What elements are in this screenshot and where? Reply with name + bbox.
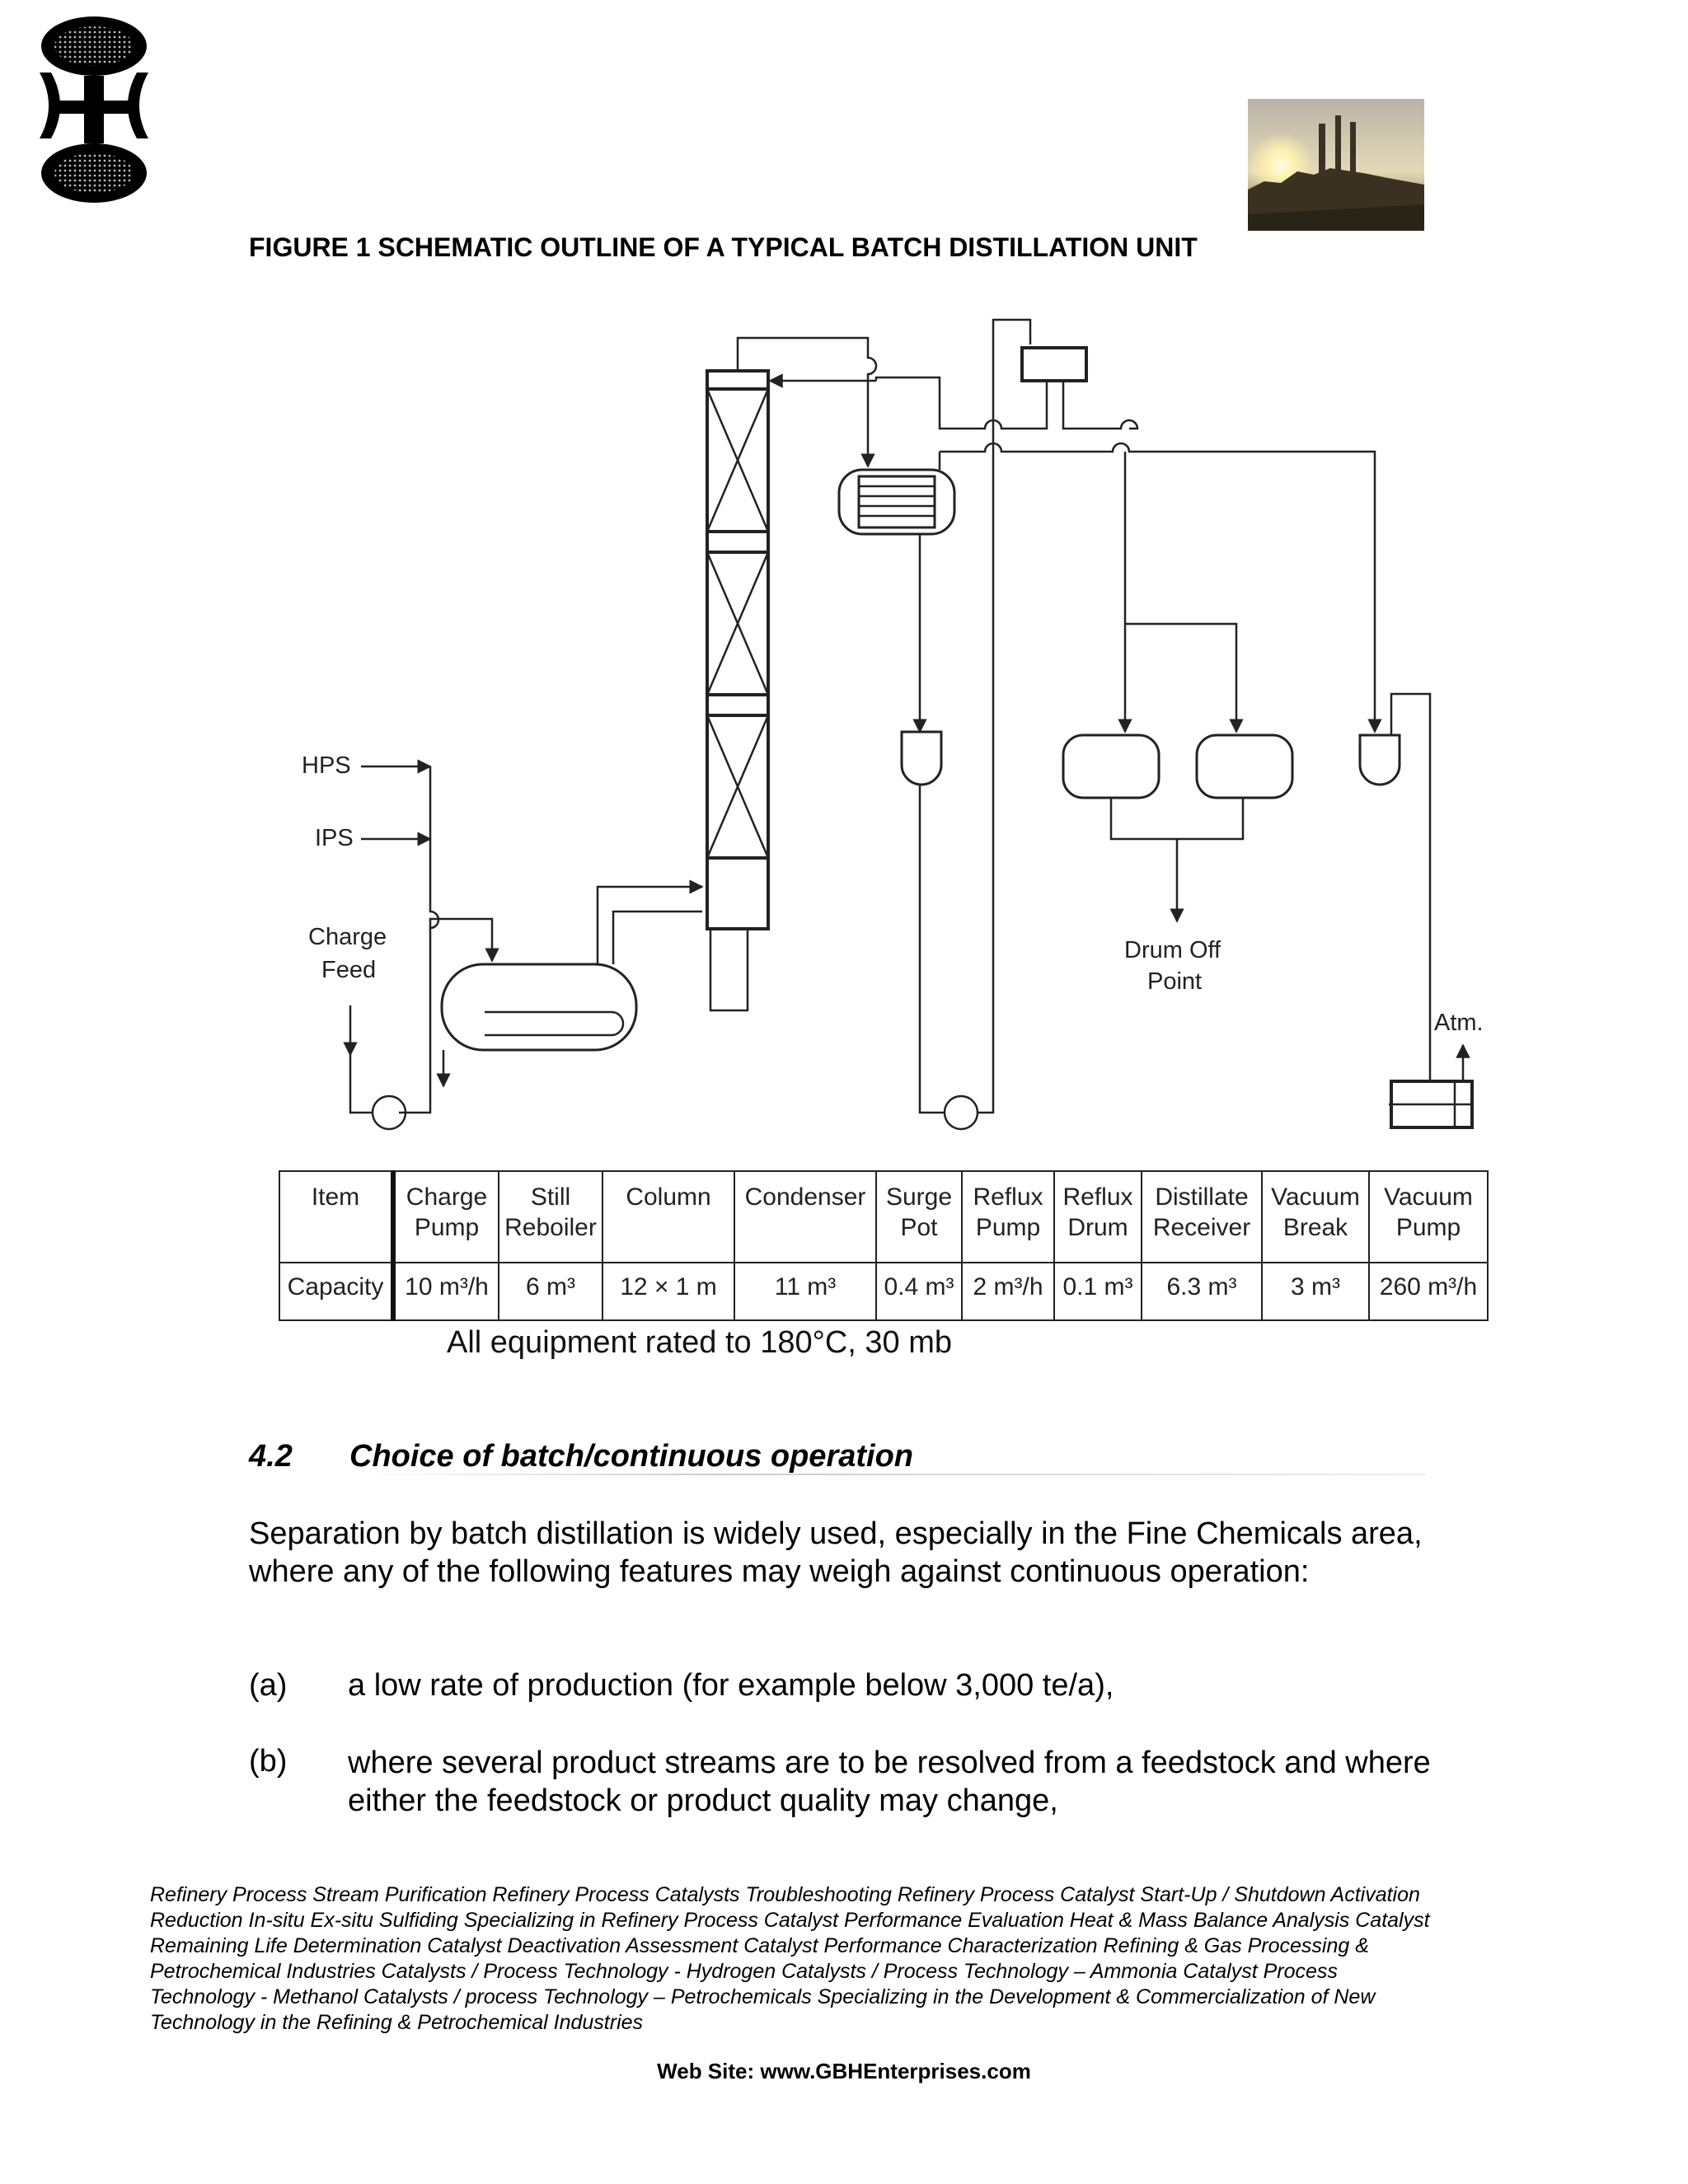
reflux-pump — [943, 1094, 979, 1131]
list-item-text: a low rate of production (for example be… — [348, 1668, 1114, 1703]
table-capacity-row: Capacity 10 m³/h 6 m³ 12 × 1 m 11 m³ 0.4… — [279, 1262, 1489, 1321]
label-point: Point — [1147, 968, 1202, 995]
table-cell: 11 m³ — [734, 1262, 877, 1321]
distillation-column — [706, 369, 770, 1012]
footer-website[interactable]: Web Site: www.GBHEnterprises.com — [657, 2059, 1031, 2083]
table-header-cell: Item — [279, 1170, 396, 1263]
table-cell: 3 m³ — [1261, 1262, 1370, 1321]
list-item-text: where several product streams are to be … — [348, 1746, 1431, 1818]
vacuum-break — [1358, 733, 1401, 786]
table-cell: 260 m³/h — [1368, 1262, 1489, 1321]
charge-pump — [371, 1094, 407, 1131]
refinery-photo — [1248, 99, 1424, 231]
table-cell: 6 m³ — [498, 1262, 603, 1321]
label-drum-off: Drum Off — [1124, 937, 1221, 963]
batch-distillation-schematic: HPS IPS Charge Feed Drum Off Point Atm. — [302, 318, 1484, 1131]
rating-note: All equipment rated to 180°C, 30 mb — [447, 1325, 952, 1360]
label-charge: Charge — [308, 924, 387, 950]
label-ips: IPS — [315, 825, 354, 851]
distillate-receiver-1 — [1062, 733, 1160, 799]
surge-pot — [900, 730, 943, 786]
vacuum-pump — [1389, 1043, 1474, 1129]
figure-title: FIGURE 1 SCHEMATIC OUTLINE OF A TYPICAL … — [249, 232, 1198, 262]
table-header-cell: Condenser — [734, 1170, 877, 1263]
section-number: 4.2 — [249, 1439, 293, 1474]
reflux-drum — [1020, 346, 1088, 382]
table-cell: Capacity — [279, 1262, 396, 1321]
table-cell: 10 m³/h — [392, 1262, 499, 1321]
label-hps: HPS — [302, 752, 351, 779]
still-reboiler — [440, 963, 638, 1052]
section-title: Choice of batch/continuous operation — [349, 1439, 913, 1474]
table-cell: 0.4 m³ — [875, 1262, 963, 1321]
table-cell: 12 × 1 m — [602, 1262, 735, 1321]
table-cell: 0.1 m³ — [1053, 1262, 1142, 1321]
table-cell: 2 m³/h — [961, 1262, 1055, 1321]
table-header-cell: Column — [602, 1170, 735, 1263]
condenser — [837, 468, 956, 536]
label-feed: Feed — [321, 957, 376, 983]
table-cell: 6.3 m³ — [1141, 1262, 1263, 1321]
label-atm: Atm. — [1434, 1010, 1484, 1036]
list-item-label: (a) — [249, 1668, 288, 1703]
distillate-receiver-2 — [1195, 733, 1294, 799]
list-item-label: (b) — [249, 1744, 288, 1779]
section-paragraph: Separation by batch distillation is wide… — [249, 1516, 1423, 1589]
footer-services-text: Refinery Process Stream Purification Ref… — [150, 1883, 1430, 2034]
company-logo — [40, 16, 148, 203]
section-divider — [363, 1474, 1426, 1475]
